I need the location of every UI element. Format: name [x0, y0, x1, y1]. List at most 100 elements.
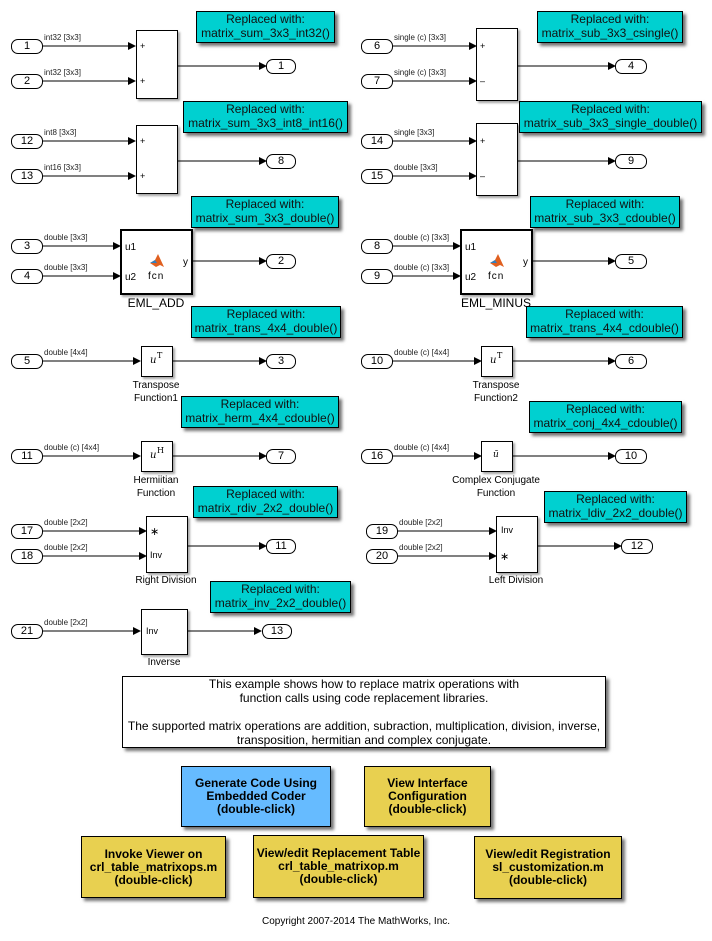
outport-11[interactable]: 11: [266, 539, 296, 554]
outport-4[interactable]: 4: [615, 59, 647, 74]
complex-conjugate-block[interactable]: ū: [481, 441, 513, 472]
replacement-note: Replaced with: matrix_inv_2x2_double(): [210, 581, 351, 613]
invoke-viewer-button[interactable]: Invoke Viewer on crl_table_matrixops.m (…: [81, 836, 226, 898]
transpose-sup: T: [497, 351, 503, 360]
description-spacer: [123, 705, 605, 719]
outport-9[interactable]: 9: [615, 154, 647, 169]
note-prefix: Replaced with:: [571, 102, 650, 116]
inport-4[interactable]: 4: [11, 269, 43, 284]
sub-block-csingle[interactable]: + –: [476, 28, 518, 101]
signal-label: int8 [3x3]: [44, 128, 77, 137]
signal-label: double [4x4]: [44, 348, 88, 357]
button-line: View/edit Replacement Table: [256, 846, 421, 860]
inport-1[interactable]: 1: [11, 39, 43, 54]
view-replacement-table-button[interactable]: View/edit Replacement Table crl_table_ma…: [253, 835, 424, 898]
outport-13[interactable]: 13: [262, 624, 292, 639]
note-prefix: Replaced with:: [570, 12, 650, 26]
port-sign: +: [480, 136, 486, 146]
transpose-glyph: u: [150, 355, 157, 366]
inport-19[interactable]: 19: [366, 524, 398, 539]
note-function: matrix_conj_4x4_cdouble(): [533, 416, 678, 430]
block-name: Transpose Function1: [120, 379, 192, 405]
signal-label: single [3x3]: [394, 128, 435, 137]
inport-15[interactable]: 15: [361, 169, 393, 184]
inport-2[interactable]: 2: [11, 74, 43, 89]
outport-7[interactable]: 7: [266, 449, 296, 464]
sub-block-single-double[interactable]: + –: [476, 123, 518, 196]
note-function: matrix_sub_3x3_cdouble(): [534, 211, 676, 225]
right-division-block[interactable]: ∗ Inv: [146, 516, 188, 573]
note-prefix: Replaced with:: [241, 582, 320, 596]
inport-3[interactable]: 3: [11, 239, 43, 254]
inport-5[interactable]: 5: [11, 354, 43, 369]
replacement-note: Replaced with: matrix_sum_3x3_int8_int16…: [183, 101, 348, 133]
inport-20[interactable]: 20: [366, 549, 398, 564]
fcn-label: fcn: [148, 271, 165, 282]
inport-9[interactable]: 9: [361, 269, 393, 284]
view-registration-button[interactable]: View/edit Registration sl_customization.…: [474, 836, 622, 899]
inport-7[interactable]: 7: [361, 74, 393, 89]
matlab-logo-icon: [490, 254, 504, 267]
block-name: Right Division: [135, 575, 197, 586]
eml-minus-block[interactable]: u1 u2 y fcn: [460, 229, 533, 295]
signal-label: double [2x2]: [44, 618, 88, 627]
replacement-note: Replaced with: matrix_sub_3x3_csingle(): [537, 11, 683, 43]
inport-12[interactable]: 12: [11, 134, 43, 149]
copyright-text: Copyright 2007-2014 The MathWorks, Inc.: [261, 916, 451, 927]
sum-block-int32[interactable]: + +: [136, 30, 178, 99]
outport-6[interactable]: 6: [615, 354, 647, 369]
port-label: y: [183, 257, 188, 268]
transpose-function1-block[interactable]: u T: [141, 346, 173, 377]
note-function: matrix_ldiv_2x2_double(): [548, 506, 683, 520]
outport-2[interactable]: 2: [266, 254, 296, 269]
transpose-function2-block[interactable]: u T: [481, 346, 513, 377]
button-line: (double-click): [216, 802, 295, 816]
outport-1[interactable]: 1: [266, 59, 296, 74]
note-function: matrix_trans_4x4_cdouble(): [530, 321, 679, 335]
replacement-note: Replaced with: matrix_sum_3x3_int32(): [196, 11, 335, 43]
port-sign: –: [480, 76, 486, 86]
inport-16[interactable]: 16: [361, 449, 393, 464]
description-box: This example shows how to replace matrix…: [122, 676, 606, 748]
inport-17[interactable]: 17: [11, 524, 43, 539]
note-prefix: Replaced with:: [225, 197, 305, 211]
button-line: (double-click): [299, 872, 378, 886]
view-interface-button[interactable]: View Interface Configuration (double-cli…: [364, 766, 491, 827]
inport-21[interactable]: 21: [11, 624, 43, 639]
inport-13[interactable]: 13: [11, 169, 43, 184]
inport-6[interactable]: 6: [361, 39, 393, 54]
outport-10[interactable]: 10: [615, 449, 647, 464]
inport-11[interactable]: 11: [11, 449, 43, 464]
replacement-note: Replaced with: matrix_ldiv_2x2_double(): [544, 491, 687, 523]
sum-block-int8-int16[interactable]: + +: [136, 125, 178, 194]
note-function: matrix_sub_3x3_csingle(): [541, 26, 679, 40]
port-label: y: [523, 257, 528, 268]
note-function: matrix_herm_4x4_cdouble(): [185, 411, 335, 425]
inport-14[interactable]: 14: [361, 134, 393, 149]
signal-label: single (c) [3x3]: [394, 33, 447, 42]
hermitian-function-block[interactable]: u H: [141, 441, 173, 472]
outport-8[interactable]: 8: [266, 154, 296, 169]
block-name-line: Function1: [134, 393, 178, 404]
signal-label: double [2x2]: [44, 518, 88, 527]
note-prefix: Replaced with:: [226, 12, 305, 26]
signal-label: single (c) [3x3]: [394, 68, 447, 77]
left-division-block[interactable]: Inv ∗: [496, 516, 538, 573]
eml-add-block[interactable]: u1 u2 y fcn: [120, 229, 193, 295]
button-line: Generate Code Using: [194, 776, 318, 790]
outport-3[interactable]: 3: [266, 354, 296, 369]
signal-label: double (c) [4x4]: [394, 348, 450, 357]
outport-12[interactable]: 12: [621, 539, 653, 554]
inport-8[interactable]: 8: [361, 239, 393, 254]
inverse-block[interactable]: Inv: [141, 609, 188, 655]
transpose-glyph: u: [490, 355, 497, 366]
note-function: matrix_inv_2x2_double(): [214, 596, 347, 610]
inport-10[interactable]: 10: [361, 354, 393, 369]
outport-5[interactable]: 5: [615, 254, 647, 269]
signal-label: double (c) [3x3]: [394, 263, 450, 272]
note-function: matrix_rdiv_2x2_double(): [197, 501, 334, 515]
signal-label: int32 [3x3]: [44, 33, 81, 42]
hermitian-sup: H: [157, 446, 164, 455]
generate-code-button[interactable]: Generate Code Using Embedded Coder (doub…: [181, 766, 331, 827]
inport-18[interactable]: 18: [11, 549, 43, 564]
